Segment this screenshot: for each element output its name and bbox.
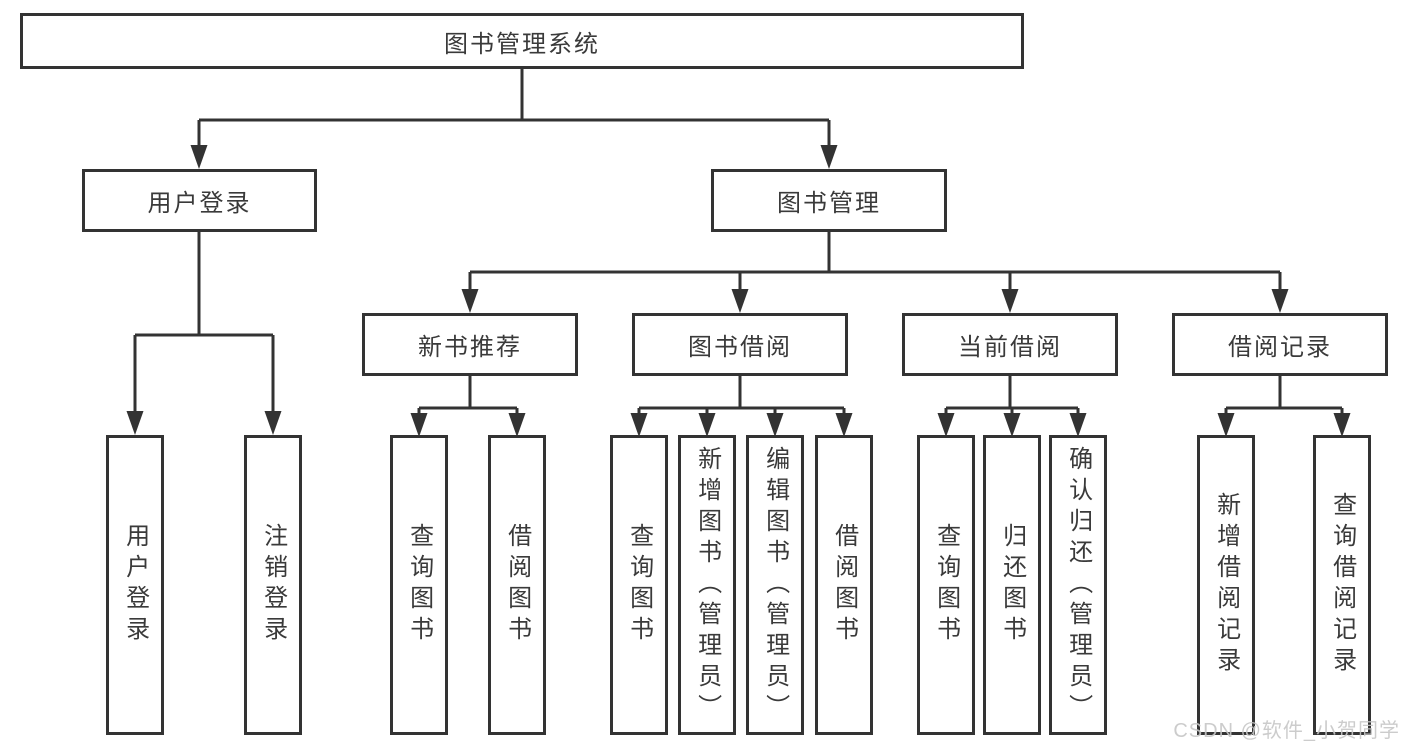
- leaf-borrow-books-label: 借阅图书: [830, 523, 858, 647]
- leaf-edit-books-admin-label: 编辑图书（管理员）: [761, 445, 789, 725]
- leaf-logout: 注销登录: [244, 435, 302, 735]
- leaf-borrow-books-rec-label: 借阅图书: [503, 523, 531, 647]
- leaf-borrow-books-rec: 借阅图书: [488, 435, 546, 735]
- leaf-query-books-borrow-label: 查询图书: [625, 523, 653, 647]
- leaf-return-books-label: 归还图书: [998, 523, 1026, 647]
- leaf-add-books-admin-label: 新增图书（管理员）: [693, 445, 721, 725]
- leaf-query-books-current-label: 查询图书: [932, 523, 960, 647]
- node-new-book-recommendation: 新书推荐: [362, 313, 578, 376]
- node-borrow-records-label: 借阅记录: [1228, 334, 1332, 361]
- node-root-label: 图书管理系统: [444, 30, 600, 58]
- leaf-edit-books-admin: 编辑图书（管理员）: [746, 435, 804, 735]
- node-book-management: 图书管理: [711, 169, 947, 232]
- leaf-confirm-return-admin: 确认归还（管理员）: [1049, 435, 1107, 735]
- csdn-watermark: CSDN @软件_小贺同学: [1173, 720, 1400, 742]
- leaf-add-borrow-record-label: 新增借阅记录: [1212, 492, 1240, 678]
- leaf-user-login: 用户登录: [106, 435, 164, 735]
- leaf-query-books-current: 查询图书: [917, 435, 975, 735]
- leaf-add-borrow-record: 新增借阅记录: [1197, 435, 1255, 735]
- leaf-query-borrow-record: 查询借阅记录: [1313, 435, 1371, 735]
- node-current-borrowing-label: 当前借阅: [958, 334, 1062, 361]
- leaf-query-books-rec: 查询图书: [390, 435, 448, 735]
- leaf-query-books-rec-label: 查询图书: [405, 523, 433, 647]
- node-current-borrowing: 当前借阅: [902, 313, 1118, 376]
- node-new-book-recommendation-label: 新书推荐: [418, 334, 522, 361]
- leaf-add-books-admin: 新增图书（管理员）: [678, 435, 736, 735]
- leaf-logout-label: 注销登录: [259, 523, 287, 647]
- leaf-return-books: 归还图书: [983, 435, 1041, 735]
- node-user-login: 用户登录: [82, 169, 317, 232]
- node-book-borrowing: 图书借阅: [632, 313, 848, 376]
- arrowheads: [126, 145, 1351, 437]
- leaf-confirm-return-admin-label: 确认归还（管理员）: [1064, 445, 1092, 725]
- node-book-borrowing-label: 图书借阅: [688, 334, 792, 361]
- leaf-user-login-label: 用户登录: [121, 523, 149, 647]
- node-user-login-label: 用户登录: [147, 190, 252, 217]
- leaf-query-borrow-record-label: 查询借阅记录: [1328, 492, 1356, 678]
- leaf-query-books-borrow: 查询图书: [610, 435, 668, 735]
- node-root-system: 图书管理系统: [20, 13, 1024, 69]
- leaf-borrow-books: 借阅图书: [815, 435, 873, 735]
- node-borrow-records: 借阅记录: [1172, 313, 1388, 376]
- node-book-management-label: 图书管理: [777, 190, 881, 217]
